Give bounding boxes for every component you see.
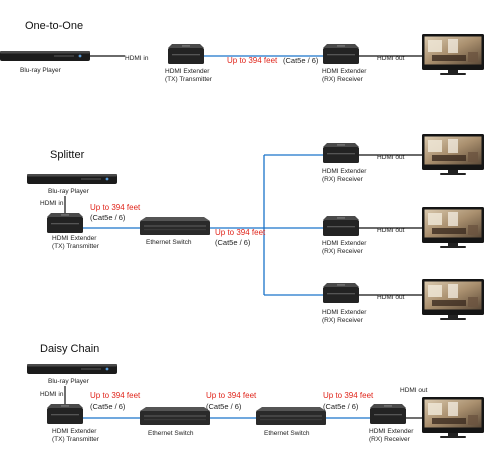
- cable-label-b: (Cat5e / 6): [215, 238, 251, 247]
- distance-label: Up to 394 feet: [206, 391, 257, 400]
- section-one-to-one: One-to-One Blu-ray Player HDMI in HDMI E…: [0, 20, 484, 83]
- section-title: Splitter: [50, 149, 85, 161]
- hdmi-out-label: HDMI out: [400, 387, 428, 394]
- tx-label-line1: HDMI Extender: [52, 428, 97, 435]
- ethernet-switch-icon: [140, 407, 210, 425]
- cable-label: (Cat5e / 6): [283, 56, 319, 65]
- rx-label-line2: (RX) Receiver: [322, 176, 364, 183]
- rx-label-line2: (RX) Receiver: [369, 436, 411, 443]
- cable-label: (Cat5e / 6): [206, 402, 242, 411]
- switch-label: Ethernet Switch: [146, 239, 192, 246]
- hdmi-extender-icon: [323, 283, 359, 303]
- ethernet-switch-icon: [256, 407, 326, 425]
- rx-label-line1: HDMI Extender: [369, 428, 414, 435]
- distance-label-b: Up to 394 feet: [215, 228, 266, 237]
- hdmi-in-label: HDMI in: [125, 55, 149, 62]
- hdmi-out-label: HDMI out: [377, 294, 405, 301]
- player-label: Blu-ray Player: [48, 188, 90, 195]
- hdmi-extender-icon: [323, 216, 359, 236]
- hdmi-out-label: HDMI out: [377, 55, 405, 62]
- rx-label-line2: (RX) Receiver: [322, 76, 364, 83]
- hdmi-in-label: HDMI in: [40, 391, 64, 398]
- hdmi-out-label: HDMI out: [377, 227, 405, 234]
- section-daisy-chain: Daisy Chain Blu-ray Player HDMI in HDMI …: [27, 343, 484, 443]
- cable-label: (Cat5e / 6): [323, 402, 359, 411]
- distance-label: Up to 394 feet: [90, 391, 141, 400]
- section-splitter: Splitter Blu-ray Player HDMI in HDMI Ext…: [27, 134, 484, 324]
- rx-label-line2: (RX) Receiver: [322, 248, 364, 255]
- switch-label: Ethernet Switch: [264, 430, 310, 437]
- hdmi-in-label: HDMI in: [40, 200, 64, 207]
- cable-label-a: (Cat5e / 6): [90, 213, 126, 222]
- bluray-player-icon: [27, 174, 117, 184]
- tv-icon: [422, 34, 484, 75]
- ethernet-switch-icon: [140, 217, 210, 235]
- hdmi-extender-icon: [370, 404, 406, 424]
- tx-label-line1: HDMI Extender: [165, 68, 210, 75]
- bluray-player-icon: [27, 364, 117, 374]
- tx-label-line1: HDMI Extender: [52, 235, 97, 242]
- switch-label: Ethernet Switch: [148, 430, 194, 437]
- player-label: Blu-ray Player: [48, 378, 90, 385]
- hdmi-extender-icon: [323, 143, 359, 163]
- player-label: Blu-ray Player: [20, 67, 62, 74]
- distance-label: Up to 394 feet: [227, 56, 278, 65]
- hdmi-extender-icon: [168, 44, 204, 64]
- tv-icon: [422, 134, 484, 175]
- rx-label-line1: HDMI Extender: [322, 240, 367, 247]
- tv-icon: [422, 207, 484, 248]
- rx-label-line1: HDMI Extender: [322, 68, 367, 75]
- section-title: Daisy Chain: [40, 343, 99, 355]
- distance-label-a: Up to 394 feet: [90, 203, 141, 212]
- hdmi-out-label: HDMI out: [377, 154, 405, 161]
- distance-label: Up to 394 feet: [323, 391, 374, 400]
- section-title: One-to-One: [25, 20, 83, 32]
- tx-label-line2: (TX) Transmitter: [165, 76, 213, 83]
- rx-label-line2: (RX) Receiver: [322, 317, 364, 324]
- hdmi-extender-icon: [323, 44, 359, 64]
- hdmi-extender-icon: [47, 213, 83, 233]
- bluray-player-icon: [0, 51, 90, 61]
- rx-label-line1: HDMI Extender: [322, 309, 367, 316]
- tv-icon: [422, 397, 484, 438]
- cable-label: (Cat5e / 6): [90, 402, 126, 411]
- tx-label-line2: (TX) Transmitter: [52, 243, 100, 250]
- tv-icon: [422, 279, 484, 320]
- hdmi-extender-icon: [47, 404, 83, 424]
- rx-label-line1: HDMI Extender: [322, 168, 367, 175]
- tx-label-line2: (TX) Transmitter: [52, 436, 100, 443]
